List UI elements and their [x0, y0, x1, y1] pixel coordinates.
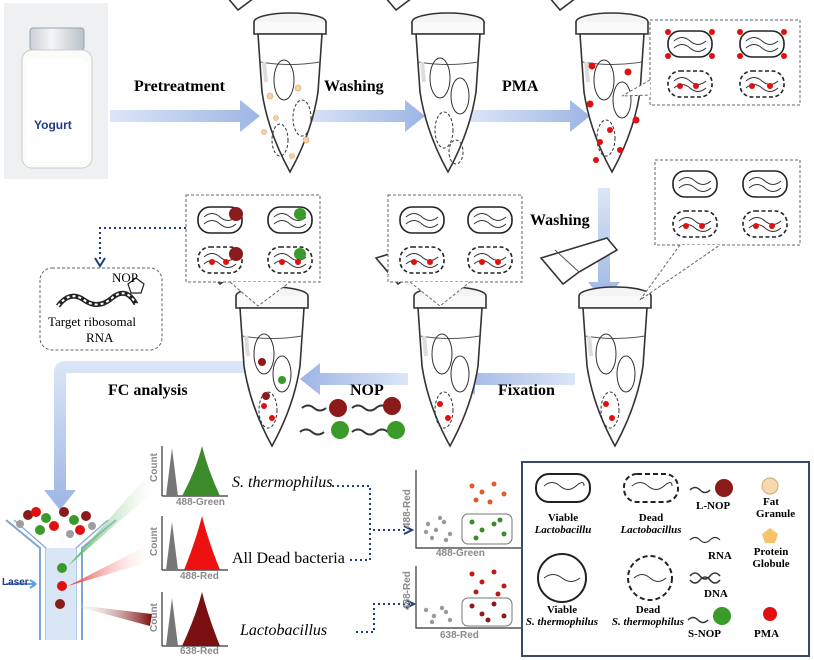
scatter-plot-2 — [415, 566, 522, 629]
scatter-plot-1 — [415, 470, 522, 549]
arrow-pma — [468, 100, 590, 132]
probe-target-line1: Target ribosomal — [48, 314, 137, 329]
hist1-species: S. thermophilus — [232, 474, 333, 491]
legend-dead-st: Dead S. thermophilus — [611, 604, 685, 628]
hist1-y-axis: Count — [149, 453, 160, 482]
hist2-x-axis: 488-Red — [180, 571, 219, 582]
legend-pma: PMA — [754, 628, 780, 640]
tube-pretreatment — [214, 0, 328, 174]
probe-callout-box — [39, 267, 163, 351]
legend-rna: RNA — [708, 550, 732, 562]
hist3-y-axis: Count — [149, 603, 160, 632]
scatter2-y-axis: 488-Red — [402, 571, 413, 610]
tube-washed-2 — [539, 236, 653, 448]
legend-fat: Fat Granule — [756, 496, 796, 520]
scatter1-x-axis: 488-Green — [436, 548, 485, 559]
legend-protein: Protein Globule — [752, 546, 790, 570]
scatter2-x-axis: 638-Red — [440, 630, 479, 641]
hist3-x-axis: 638-Red — [180, 646, 219, 657]
step-washing-1: Washing — [324, 78, 384, 95]
legend-dna: DNA — [704, 588, 728, 600]
step-fc-analysis: FC analysis — [108, 382, 188, 399]
legend-box — [521, 461, 810, 657]
arrow-fixation — [455, 363, 575, 395]
hist1-x-axis: 488-Green — [176, 497, 225, 508]
callout-nop — [185, 194, 321, 307]
pma-dots — [261, 62, 640, 421]
arrow-pretreatment — [110, 100, 260, 132]
step-fixation: Fixation — [498, 382, 555, 399]
tube-contents — [253, 57, 636, 429]
connector-probe — [99, 227, 186, 262]
legend-l-nop: L-NOP — [696, 500, 731, 512]
hist1-negative-peak — [166, 448, 178, 496]
connector-scatter — [332, 485, 410, 633]
hist2-species: All Dead bacteria — [232, 550, 345, 567]
probe-nop-label: NOP — [112, 270, 139, 285]
flow-cytometer — [5, 470, 162, 640]
histogram-3 — [161, 592, 228, 647]
hist2-y-axis: Count — [149, 527, 160, 556]
step-washing-2: Washing — [530, 212, 590, 229]
probe-target-line2: RNA — [86, 330, 114, 345]
scatter1-y-axis: 488-Red — [402, 489, 413, 528]
histogram-2 — [161, 516, 228, 571]
fat-granules — [261, 84, 310, 159]
callout-washing-2 — [639, 159, 801, 301]
callout-fixation — [387, 194, 523, 307]
nop-probes — [299, 397, 405, 439]
hist1-positive-peak — [182, 446, 220, 496]
arrow-washing-1 — [300, 100, 425, 132]
arrow-fc-analysis — [44, 361, 245, 510]
legend-s-nop: S-NOP — [688, 628, 721, 640]
legend-viable-st: Viable S. thermophilus — [525, 604, 599, 628]
legend-viable-lacto: Viable Lactobacillu — [534, 512, 592, 536]
yogurt-jar-image — [4, 3, 108, 179]
tube-pma — [536, 0, 650, 174]
laser-label: Laser — [2, 577, 29, 588]
step-nop: NOP — [350, 382, 384, 399]
histogram-1 — [161, 446, 228, 497]
step-pma: PMA — [502, 78, 539, 95]
hist3-species: Lactobacillus — [240, 622, 328, 639]
callout-pma — [621, 19, 801, 106]
arrow-nop — [300, 363, 408, 395]
legend-dead-lacto: Dead Lactobacillus — [620, 512, 682, 536]
probe-dots-in-tube — [258, 358, 286, 400]
yogurt-label: Yogurt — [34, 118, 72, 132]
step-pretreatment: Pretreatment — [134, 78, 225, 95]
